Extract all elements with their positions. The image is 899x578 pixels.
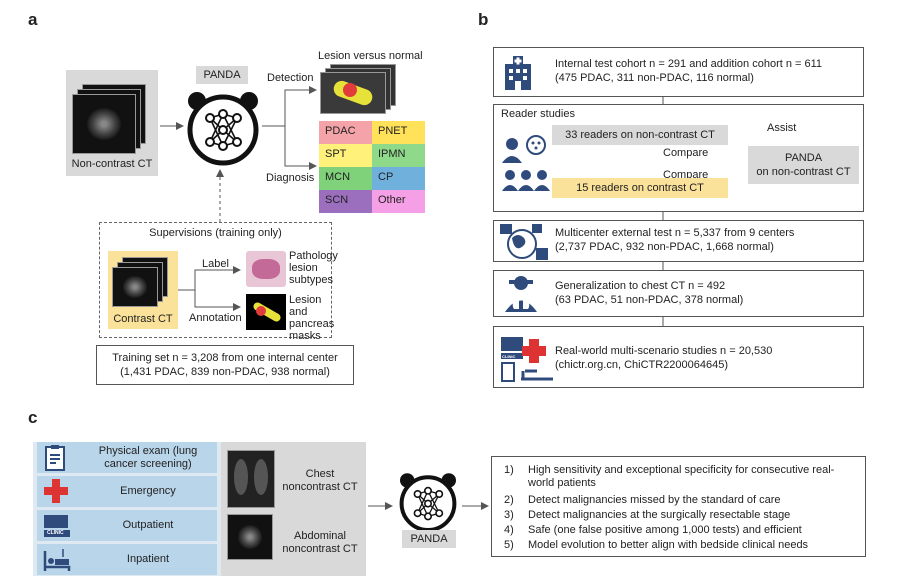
panda-label: PANDA: [196, 66, 248, 84]
annotation-arrow-text: Annotation: [189, 312, 242, 324]
diagnosis-label: Diagnosis: [266, 172, 315, 184]
realworld-line-2: (chictr.org.cn, ChiCTR2200064645): [555, 359, 729, 371]
setting-outpatient: CLINIC Outpatient: [37, 510, 217, 541]
lesion-overlay-image: [320, 64, 396, 114]
setting-emergency: Emergency: [37, 476, 217, 507]
ct-column: Chest noncontrast CT Abdominal noncontra…: [221, 442, 366, 576]
subtype-grid: PDAC PNET SPT IPMN MCN CP SCN Other: [319, 121, 425, 213]
real-world-box: CLINIC Real-world multi-scenario studies…: [493, 326, 864, 388]
panda-label: PANDA: [402, 530, 456, 548]
panel-label-b: b: [478, 10, 489, 29]
chest-ct-image: [227, 450, 275, 508]
internal-test-box: Internal test cohort n = 291 and additio…: [493, 47, 864, 97]
pathology-image: [246, 251, 286, 287]
ct-slice-front: [112, 267, 158, 307]
readers-icon: [500, 133, 552, 199]
readers-contrast: 15 readers on contrast CT: [552, 178, 728, 198]
subtype-cell: SCN: [319, 190, 372, 213]
outcome-num: 2): [504, 494, 514, 506]
setting-physical-exam: Physical exam (lung cancer screening): [37, 442, 217, 473]
realworld-line-1: Real-world multi-scenario studies n = 20…: [555, 345, 773, 357]
chest-ct-label: Chest noncontrast CT: [282, 468, 358, 493]
panda-line-2: on non-contrast CT: [756, 166, 851, 178]
setting-label: Emergency: [120, 485, 176, 497]
chest-ct-box: Generalization to chest CT n = 492 (63 P…: [493, 270, 864, 317]
internal-line-2: (475 PDAC, 311 non-PDAC, 116 normal): [555, 72, 754, 84]
noncontrast-ct-panel: Non-contrast CT: [66, 70, 158, 176]
reader-studies-title: Reader studies: [501, 108, 575, 120]
outcomes-box: 1) High sensitivity and exceptional spec…: [491, 456, 866, 557]
subtype-cell: CP: [372, 167, 425, 190]
panda-network-icon: [396, 470, 460, 534]
training-line-2: (1,431 PDAC, 839 non-PDAC, 938 normal): [120, 366, 330, 378]
external-line-1: Multicenter external test n = 5,337 from…: [555, 227, 795, 239]
setting-inpatient: Inpatient: [37, 544, 217, 575]
outcome-num: 5): [504, 539, 514, 551]
setting-label: Inpatient: [126, 553, 170, 565]
chest-line-2: (63 PDAC, 51 non-PDAC, 378 normal): [555, 294, 744, 306]
ct-slice-front: [72, 94, 136, 154]
outcome-text: Detect malignancies missed by the standa…: [528, 494, 781, 506]
internal-line-1: Internal test cohort n = 291 and additio…: [555, 58, 823, 70]
supervision-title: Supervisions (training only): [149, 227, 282, 239]
supervision-box: [99, 222, 332, 338]
compare-label-1: Compare: [663, 147, 709, 159]
abdominal-ct-label: Abdominal noncontrast CT: [282, 530, 358, 555]
subtype-cell: PDAC: [319, 121, 372, 144]
mask-image: [246, 294, 286, 330]
panda-noncontrast-box: PANDA on non-contrast CT: [748, 146, 859, 184]
external-test-box: Multicenter external test n = 5,337 from…: [493, 220, 864, 262]
chest-line-1: Generalization to chest CT n = 492: [555, 280, 726, 292]
contrast-ct-label: Contrast CT: [113, 313, 173, 325]
assist-label: Assist: [767, 122, 797, 134]
red-cross-icon: [43, 478, 69, 504]
clinic-tag: CLINIC: [502, 354, 516, 359]
panel-label-c: c: [28, 408, 38, 427]
contrast-ct-panel: Contrast CT: [108, 251, 178, 329]
hospital-icon: [501, 54, 535, 90]
training-set-box: Training set n = 3,208 from one internal…: [96, 345, 354, 385]
outcome-text: Model evolution to better align with bed…: [528, 539, 809, 551]
clipboard-icon: [43, 444, 69, 472]
hospital-bed-icon: [43, 547, 71, 573]
readers-noncontrast: 33 readers on non-contrast CT: [552, 125, 728, 145]
lesion-title: Lesion versus normal: [318, 50, 423, 62]
subtype-cell: IPMN: [372, 144, 425, 167]
subtype-cell: MCN: [319, 167, 372, 190]
pathology-label: Pathology lesion subtypes: [289, 250, 338, 286]
outcome-text: Detect malignancies at the surgically re…: [528, 509, 791, 521]
training-line-1: Training set n = 3,208 from one internal…: [112, 352, 338, 364]
subtype-cell: PNET: [372, 121, 425, 144]
subtype-cell: SPT: [319, 144, 372, 167]
external-line-2: (2,737 PDAC, 932 non-PDAC, 1,668 normal): [555, 241, 774, 253]
outcome-text: High sensitivity and exceptional specifi…: [528, 464, 835, 489]
noncontrast-ct-label: Non-contrast CT: [71, 158, 153, 170]
clinic-icon: CLINIC: [43, 514, 71, 538]
setting-label: Physical exam (lung cancer screening): [98, 444, 198, 470]
panda-line-1: PANDA: [784, 152, 823, 164]
lesion-masks-label: Lesion and pancreas masks: [289, 294, 335, 342]
outcome-num: 3): [504, 509, 514, 521]
globe-hospitals-icon: [498, 222, 550, 262]
abdominal-ct-image: [227, 514, 273, 560]
label-arrow-text: Label: [202, 258, 229, 270]
detection-label: Detection: [267, 72, 314, 84]
reader-studies-box: Reader studies 33 readers on non-contras…: [493, 104, 864, 212]
scenario-icons: CLINIC: [499, 331, 555, 385]
outcome-num: 4): [504, 524, 514, 536]
clinic-tag: CLINIC: [47, 530, 64, 536]
panda-network-icon: [183, 88, 263, 168]
panel-label-a: a: [28, 10, 38, 29]
subtype-cell: Other: [372, 190, 425, 213]
outcome-text: Safe (one false positive among 1,000 tes…: [528, 524, 802, 536]
setting-label: Outpatient: [122, 519, 174, 531]
lung-doctor-icon: [502, 275, 540, 313]
outcome-num: 1): [504, 464, 514, 476]
